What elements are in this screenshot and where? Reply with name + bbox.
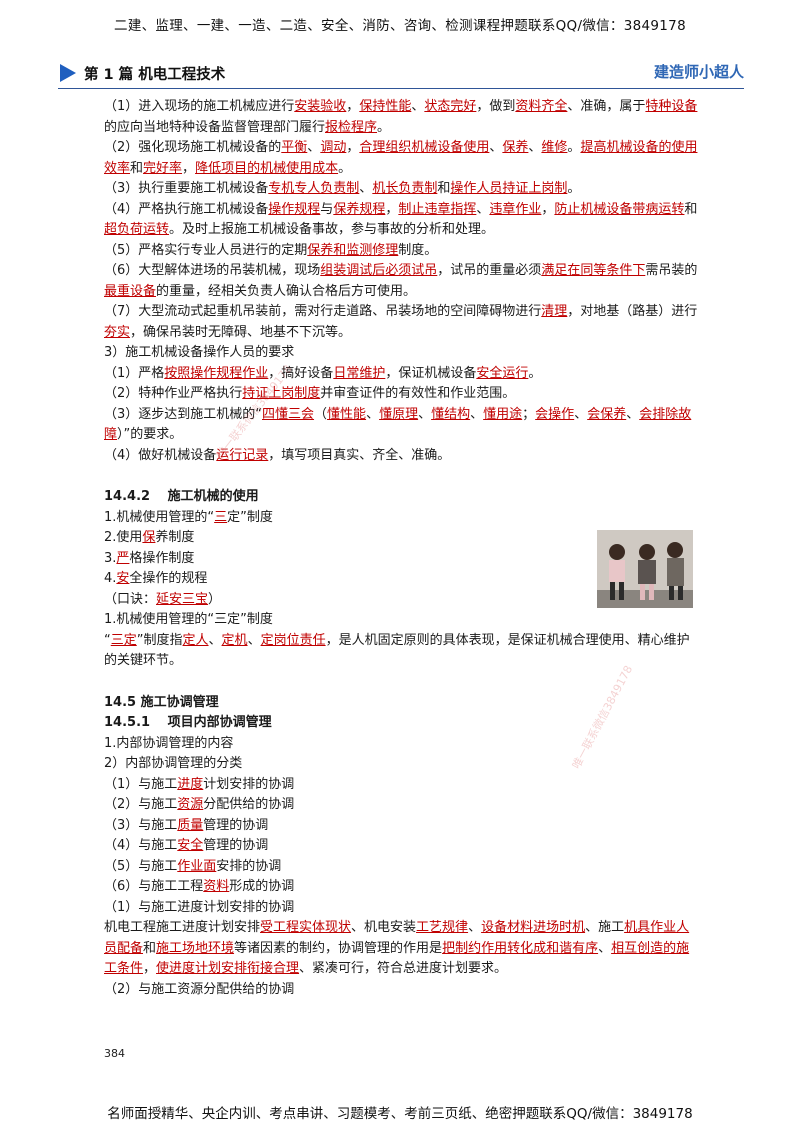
paragraph: （1）与施工进度计划安排的协调 [104,899,295,915]
chapter-title: 第 1 篇 机电工程技术 [84,67,226,83]
paragraph: 1.机械使用管理的“三定”制度 [104,612,273,627]
paragraph: 机电工程施工进度计划安排受工程实体现状、机电安装工艺规律、设备材料进场时机、施工… [104,920,690,976]
top-banner: 二建、监理、一建、一造、二造、安全、消防、咨询、检测课程押题联系QQ/微信：38… [114,18,686,34]
mnemonic: （口诀：延安三宝） [104,591,222,607]
paragraph: （6）大型解体进场的吊装机械，现场组装调试后必须试吊，试吊的重量必须满足在同等条… [104,263,698,299]
paragraph: （1）进入现场的施工机械应进行安装验收，保持性能、状态完好，做到资料齐全、准确，… [104,99,698,135]
paragraph: （2）特种作业严格执行持证上岗制度并审查证件的有效性和作业范围。 [104,386,516,401]
paragraph: （4）严格执行施工机械设备操作规程与保养规程，制止违章指挥、违章作业，防止机械设… [104,201,698,238]
list-item: （1）与施工进度计划安排的协调 [104,776,295,792]
section-heading: 14.4.2 施工机械的使用 [104,489,259,504]
list-item: （3）与施工质量管理的协调 [104,817,269,833]
paragraph: （7）大型流动式起重机吊装前，需对行走道路、吊装场地的空间障碍物进行清理，对地基… [104,304,698,340]
list-item: （2）与施工资源分配供给的协调 [104,797,295,812]
list-item: 2.使用保养制度 [104,530,195,545]
paragraph: 2）内部协调管理的分类 [104,756,243,771]
bottom-banner: 名师面授精华、央企内训、考点串讲、习题模考、考前三页纸、绝密押题联系QQ/微信：… [107,1106,693,1122]
paragraph: （3）逐步达到施工机械的“四懂三会（懂性能、懂原理、懂结构、懂用途；会操作、会保… [104,406,692,443]
page-number: 384 [104,1047,125,1060]
section-heading: 14.5 施工协调管理 [104,694,219,710]
list-item: 3.严格操作制度 [104,550,195,566]
paragraph: （2）与施工资源分配供给的协调 [104,981,295,997]
chapter-author: 建造师小超人 [653,63,744,81]
list-item: （6）与施工工程资料形成的协调 [104,879,295,894]
triangle-icon [60,64,76,82]
paragraph: （4）做好机械设备运行记录，填写项目真实、齐全、准确。 [104,447,451,463]
subsection-heading: 14.5.1 项目内部协调管理 [104,715,272,730]
paragraph: “三定”制度指定人、定机、定岗位责任，是人机固定原则的具体表现，是保证机械合理使… [104,632,690,669]
list-item: 1.机械使用管理的“三定”制度 [104,509,273,525]
list-item: （4）与施工安全管理的协调 [104,838,269,853]
paragraph: （2）强化现场施工机械设备的平衡、调动，合理组织机械设备使用、保养、维修。提高机… [104,140,698,176]
paragraph: 3）施工机械设备操作人员的要求 [104,345,295,360]
paragraph: （1）严格按照操作规程作业，搞好设备日常维护，保证机械设备安全运行。 [104,365,542,381]
page-content: （1）进入现场的施工机械应进行安装验收，保持性能、状态完好，做到资料齐全、准确，… [104,97,700,1000]
children-photo [597,530,693,608]
list-item: （5）与施工作业面安排的协调 [104,858,282,874]
list-item: 4.安全操作的规程 [104,571,208,586]
paragraph: （3）执行重要施工机械设备专机专人负责制、机长负责制和操作人员持证上岗制。 [104,181,581,196]
paragraph: （5）严格实行专业人员进行的定期保养和监测修理制度。 [104,242,438,258]
paragraph: 1.内部协调管理的内容 [104,735,234,751]
chapter-header: 第 1 篇 机电工程技术 建造师小超人 [58,60,744,89]
